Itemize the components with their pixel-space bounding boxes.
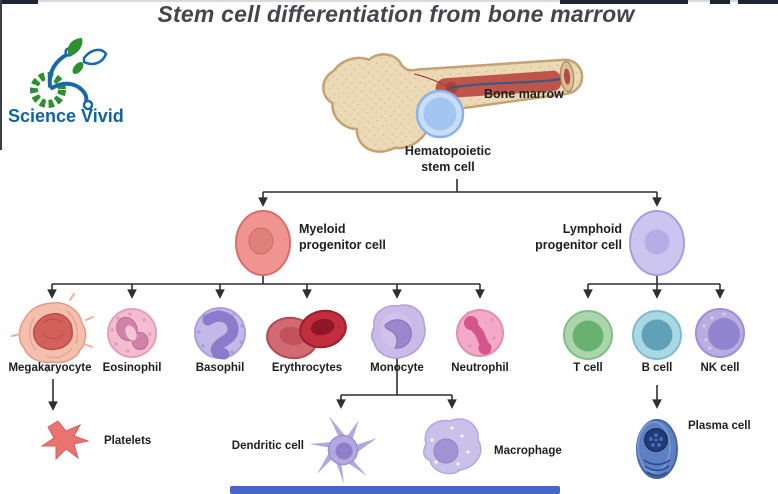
label-erythrocytes: Erythrocytes	[271, 362, 343, 374]
left-edge-line	[0, 0, 2, 150]
myeloid-progenitor-icon	[235, 210, 291, 276]
label-platelets: Platelets	[104, 435, 152, 447]
macrophage-icon	[423, 418, 482, 475]
label-lymphoid-progenitor: Lymphoid progenitor cell	[535, 222, 622, 252]
label-nk-cell: NK cell	[700, 362, 740, 374]
top-edge-dark-segment	[710, 0, 730, 4]
top-edge-dark-segment	[738, 0, 778, 4]
dendritic-cell-icon	[309, 416, 377, 484]
label-dendritic-cell: Dendritic cell	[231, 440, 304, 452]
label-b-cell: B cell	[641, 362, 673, 374]
nk-cell-icon	[695, 308, 745, 358]
label-plasma-cell: Plasma cell	[688, 420, 751, 432]
label-megakaryocyte: Megakaryocyte	[8, 362, 92, 374]
label-eosinophil: Eosinophil	[102, 362, 162, 374]
label-bone-marrow: Bone marrow	[484, 87, 564, 101]
t-cell-icon	[563, 310, 613, 360]
plasma-cell-icon	[636, 419, 678, 479]
megakaryocyte-icon	[11, 293, 94, 373]
lymphoid-progenitor-icon	[629, 210, 685, 276]
label-monocyte: Monocyte	[370, 362, 424, 374]
label-macrophage: Macrophage	[494, 445, 562, 457]
label-myeloid-progenitor: Myeloid progenitor cell	[299, 222, 386, 252]
label-hematopoietic-stem-cell: Hematopoietic stem cell	[404, 144, 492, 174]
top-edge-dark-segment	[560, 0, 688, 4]
tree-connectors	[47, 179, 725, 411]
monocyte-icon	[370, 304, 426, 359]
neutrophil-icon	[456, 309, 504, 357]
label-basophil: Basophil	[195, 362, 245, 374]
label-neutrophil: Neutrophil	[451, 362, 509, 374]
b-cell-icon	[632, 310, 682, 360]
bottom-blue-bar	[230, 486, 560, 494]
label-t-cell: T cell	[573, 362, 603, 374]
eosinophil-icon	[107, 308, 157, 358]
science-vivid-logo-icon	[30, 38, 108, 111]
basophil-icon	[194, 307, 246, 360]
hematopoietic-stem-cell-icon	[415, 89, 465, 139]
top-edge-dark-segment	[0, 0, 38, 4]
top-edge-hairline	[0, 0, 778, 2]
logo-wordmark: Science Vivid	[8, 106, 124, 126]
erythrocytes-icon	[266, 309, 347, 360]
platelets-icon	[40, 420, 90, 461]
page-title: Stem cell differentiation from bone marr…	[157, 1, 635, 27]
